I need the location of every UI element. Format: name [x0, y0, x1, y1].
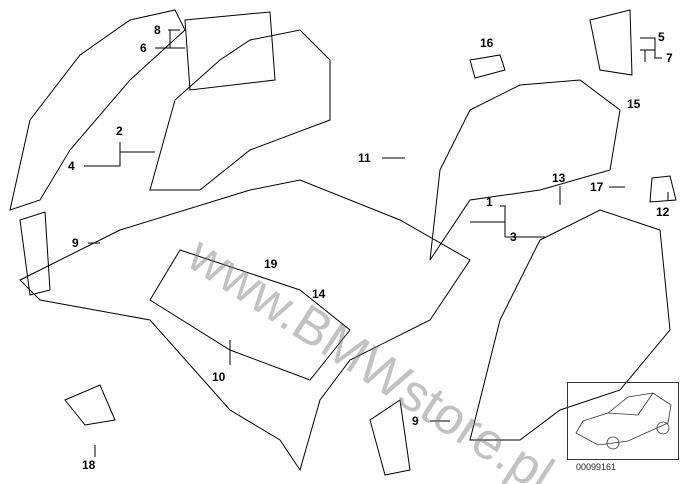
label-11: 11 [358, 151, 371, 165]
part-left-inner-housing [149, 29, 331, 191]
label-17: 17 [590, 180, 604, 194]
label-14: 14 [312, 287, 326, 301]
label-4: 4 [68, 159, 75, 173]
label-13: 13 [552, 171, 566, 185]
part-panel-6 [184, 11, 276, 91]
label-3: 3 [510, 230, 517, 244]
car-icon [575, 392, 672, 450]
part-floor-frame [19, 179, 471, 472]
part-16 [469, 54, 506, 79]
label-5: 5 [658, 30, 665, 44]
label-10: 10 [212, 370, 226, 384]
part-12 [649, 175, 677, 203]
part-left-wheel-arch [9, 9, 186, 211]
label-18: 18 [82, 458, 96, 472]
label-1: 1 [486, 195, 493, 209]
part-floor-panel-10 [149, 249, 351, 381]
label-6: 6 [140, 41, 147, 55]
part-9-right [369, 399, 411, 476]
label-7: 7 [666, 51, 673, 65]
label-12: 12 [656, 205, 670, 219]
label-15: 15 [627, 97, 641, 111]
leader-lines [84, 29, 669, 457]
label-2: 2 [116, 124, 123, 138]
part-right-inner-housing [429, 79, 621, 261]
part-5 [589, 9, 633, 76]
label-9: 9 [72, 236, 79, 250]
car-thumbnail [567, 382, 679, 460]
label-8: 8 [154, 23, 161, 37]
label-19: 19 [264, 257, 278, 271]
part-9-left [19, 211, 51, 296]
part-right-wheel-arch [469, 209, 671, 441]
label-16: 16 [480, 36, 494, 50]
image-code: 00099161 [576, 462, 617, 472]
label-9-lower: 9 [412, 414, 419, 428]
part-18 [64, 384, 116, 426]
